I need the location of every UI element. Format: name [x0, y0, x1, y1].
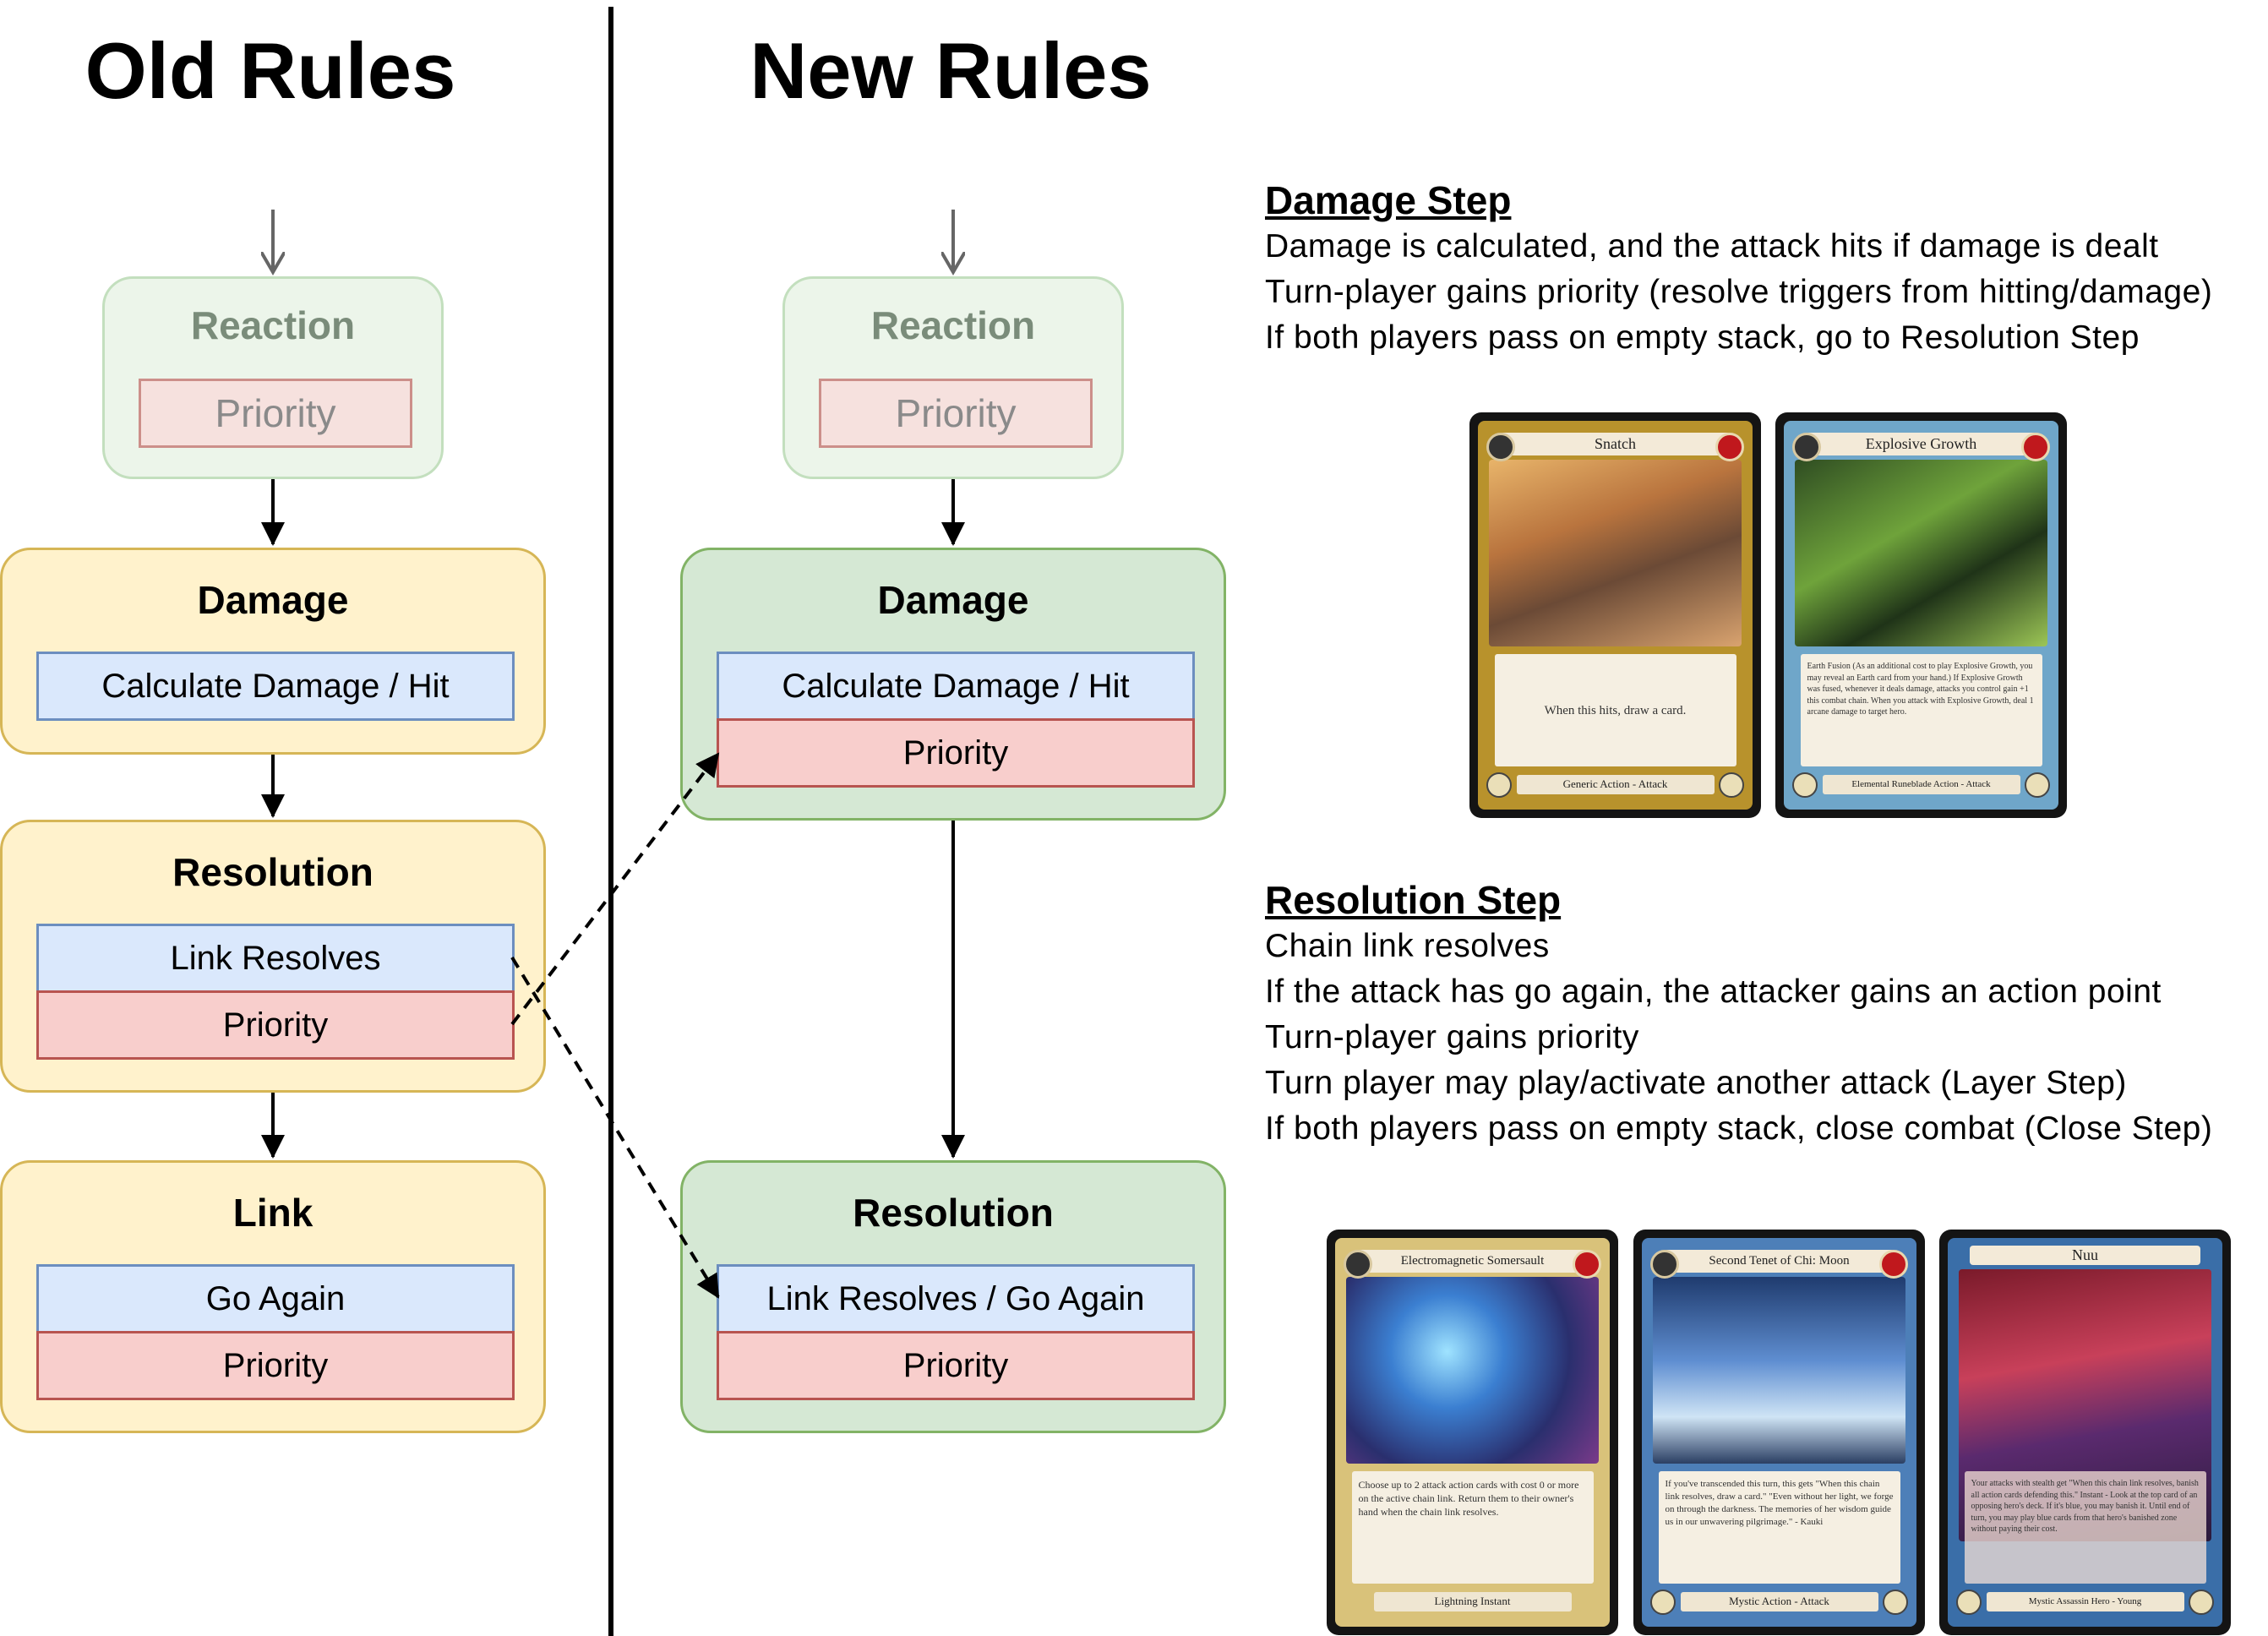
- card-explosive-growth: Explosive Growth Earth Fusion (As an add…: [1775, 412, 2067, 818]
- card-art: [1489, 460, 1742, 646]
- cost-icon: [1486, 432, 1515, 461]
- card-name: Second Tenet of Chi: Moon: [1664, 1249, 1895, 1273]
- card-second-tenet: Second Tenet of Chi: Moon If you've tran…: [1633, 1230, 1925, 1635]
- new-rules-title: New Rules: [750, 26, 1152, 115]
- old-reaction-title: Reaction: [190, 303, 356, 347]
- damage-step-line: Damage is calculated, and the attack hit…: [1265, 228, 2159, 264]
- card-text: Earth Fusion (As an additional cost to p…: [1800, 654, 2042, 767]
- card-snatch: Snatch When this hits, draw a card. Gene…: [1469, 412, 1761, 818]
- new-damage-calc: Calculate Damage / Hit: [717, 652, 1195, 721]
- resolution-step-line: Turn player may play/activate another at…: [1265, 1065, 2127, 1101]
- resolution-step-section: Resolution Step Chain link resolves If t…: [1265, 877, 2262, 1148]
- card-name: Explosive Growth: [1806, 432, 2036, 456]
- cost-icon: [1791, 432, 1821, 461]
- new-damage-box: Damage Calculate Damage / Hit Priority: [680, 548, 1226, 821]
- old-resolution-title: Resolution: [172, 850, 373, 894]
- new-reaction-title: Reaction: [870, 303, 1036, 347]
- power-icon: [1649, 1590, 1676, 1616]
- damage-step-line: If both players pass on empty stack, go …: [1265, 319, 2140, 356]
- card-art: [1346, 1277, 1599, 1464]
- new-damage-priority: Priority: [717, 718, 1195, 788]
- pitch-icon: [1573, 1249, 1602, 1279]
- pitch-icon: [1715, 432, 1745, 461]
- card-text: If you've transcended this turn, this ge…: [1658, 1471, 1900, 1584]
- old-damage-calc: Calculate Damage / Hit: [36, 652, 515, 721]
- life-icon: [2189, 1590, 2215, 1616]
- power-icon: [1791, 772, 1818, 799]
- card-type: Mystic Action - Attack: [1680, 1591, 1878, 1611]
- defense-icon: [2025, 772, 2051, 799]
- old-link-priority: Priority: [36, 1331, 515, 1400]
- card-name: Electromagnetic Somersault: [1357, 1249, 1588, 1273]
- card-type: Generic Action - Attack: [1516, 774, 1715, 794]
- new-resolution-priority: Priority: [717, 1331, 1195, 1400]
- card-name: Snatch: [1500, 432, 1731, 456]
- card-nuu: Nuu Your attacks with stealth get "When …: [1939, 1230, 2231, 1635]
- new-damage-title: Damage: [877, 578, 1029, 622]
- resolution-step-line: If both players pass on empty stack, clo…: [1265, 1110, 2213, 1147]
- cost-icon: [1343, 1249, 1372, 1279]
- old-damage-title: Damage: [197, 578, 349, 622]
- card-type: Elemental Runeblade Action - Attack: [1822, 774, 2020, 794]
- defense-icon: [1719, 772, 1745, 799]
- card-type: Lightning Instant: [1373, 1591, 1572, 1611]
- old-damage-box: Damage Calculate Damage / Hit: [0, 548, 546, 755]
- old-link-title: Link: [232, 1191, 313, 1235]
- mapping-arrow-priority-to-damage: [510, 752, 720, 1026]
- new-reaction-box: Reaction Priority: [782, 276, 1124, 479]
- new-resolution-link-resolves: Link Resolves / Go Again: [717, 1264, 1195, 1333]
- resolution-step-line: Chain link resolves: [1265, 928, 1550, 964]
- card-electromagnetic-somersault: Electromagnetic Somersault Choose up to …: [1327, 1230, 1618, 1635]
- old-reaction-box: Reaction Priority: [102, 276, 444, 479]
- card-text: Choose up to 2 attack action cards with …: [1351, 1471, 1594, 1584]
- new-resolution-box: Resolution Link Resolves / Go Again Prio…: [680, 1160, 1226, 1433]
- card-text: Your attacks with stealth get "When this…: [1964, 1471, 2206, 1584]
- cost-icon: [1649, 1249, 1679, 1279]
- defense-icon: [1883, 1590, 1909, 1616]
- mapping-arrow-link-to-resolution: [510, 956, 720, 1299]
- damage-step-section: Damage Step Damage is calculated, and th…: [1265, 177, 2262, 357]
- card-art: [1653, 1277, 1905, 1464]
- resolution-step-line: Turn-player gains priority: [1265, 1019, 1639, 1055]
- new-resolution-title: Resolution: [853, 1191, 1054, 1235]
- damage-step-line: Turn-player gains priority (resolve trig…: [1265, 274, 2213, 310]
- card-text: When this hits, draw a card.: [1494, 654, 1736, 767]
- resolution-step-heading: Resolution Step: [1265, 878, 1562, 922]
- old-resolution-box: Resolution Link Resolves Priority: [0, 820, 546, 1093]
- card-type: Mystic Assassin Hero - Young: [1986, 1591, 2184, 1611]
- card-name: Nuu: [1970, 1246, 2200, 1266]
- new-reaction-priority: Priority: [819, 379, 1093, 448]
- intellect-icon: [1955, 1590, 1982, 1616]
- resolution-step-line: If the attack has go again, the attacker…: [1265, 973, 2162, 1010]
- power-icon: [1486, 772, 1512, 799]
- damage-step-heading: Damage Step: [1265, 178, 1512, 222]
- card-art: [1795, 460, 2047, 646]
- old-reaction-priority: Priority: [139, 379, 412, 448]
- old-link-box: Link Go Again Priority: [0, 1160, 546, 1433]
- pitch-icon: [1879, 1249, 1909, 1279]
- pitch-icon: [2021, 432, 2051, 461]
- old-rules-title: Old Rules: [85, 26, 456, 115]
- old-resolution-priority: Priority: [36, 990, 515, 1060]
- column-divider: [608, 7, 613, 1636]
